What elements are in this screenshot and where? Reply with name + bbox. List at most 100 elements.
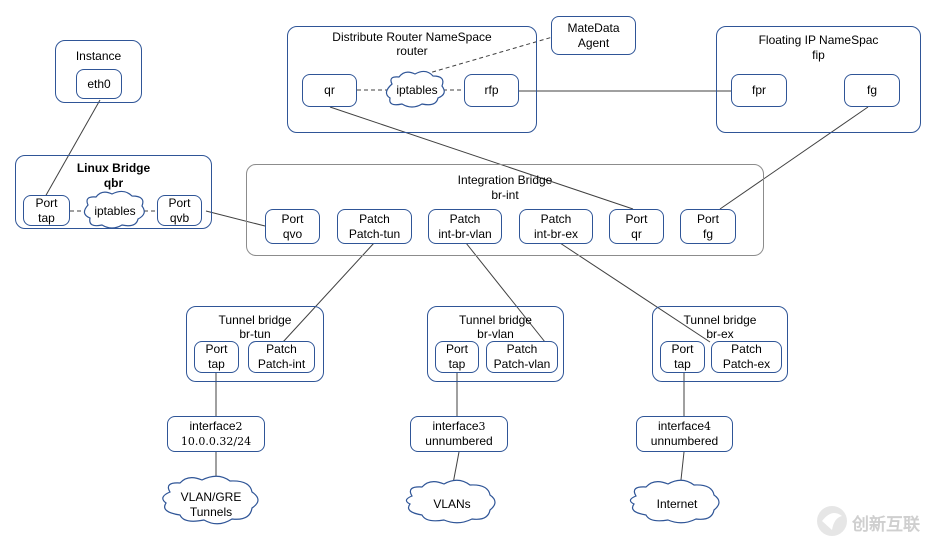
integration-bridge-title: Integration Bridge	[457, 173, 553, 187]
tunnel-bridge-br-ex-box: Tunnel bridge br-ex	[652, 306, 788, 382]
br-vlan-port-tap[interactable]: Port tap	[435, 341, 479, 373]
fip-namespace-subtitle: fip	[812, 48, 825, 62]
br-ex-title: Tunnel bridge	[683, 313, 757, 327]
fip-fg-label: fg	[866, 83, 877, 97]
linux-bridge-tap-line1: Port	[35, 195, 58, 210]
cloud-vlan-gre-label: VLAN/GRE Tunnels	[180, 490, 242, 519]
linux-bridge-qvb-line2: qvb	[169, 210, 190, 225]
cloud-vlan-gre	[162, 475, 259, 525]
br-tun-port-tap-line1: Port	[205, 342, 228, 356]
br-tun-subtitle: br-tun	[239, 327, 271, 341]
br-int-port-qr[interactable]: Port qr	[609, 209, 664, 244]
br-ex-patch-line2: Patch-ex	[722, 357, 771, 371]
tunnel-bridge-br-vlan-box: Tunnel bridge br-vlan	[427, 306, 564, 382]
br-ex-port-tap-line1: Port	[671, 342, 694, 356]
instance-title: Instance	[75, 49, 122, 63]
interface-3-box[interactable]: interface3 unnumbered	[410, 416, 508, 452]
interface-3-address: unnumbered	[425, 434, 493, 448]
tunnel-bridge-br-tun-box: Tunnel bridge br-tun	[186, 306, 324, 382]
cloud-internet	[629, 479, 720, 524]
metadata-agent-line1: MateData	[567, 20, 620, 35]
br-tun-patch-line2: Patch-int	[257, 357, 306, 371]
br-tun-port-tap[interactable]: Port tap	[194, 341, 239, 373]
br-int-patch-tun-line2: Patch-tun	[348, 226, 401, 241]
metadata-agent-box[interactable]: MateData Agent	[551, 16, 636, 55]
br-ex-patch-ex[interactable]: Patch Patch-ex	[711, 341, 782, 373]
interface-4-box[interactable]: interface4 unnumbered	[636, 416, 733, 452]
br-tun-patch-line1: Patch	[266, 342, 297, 356]
interface-2-number: 2	[235, 420, 243, 433]
br-vlan-port-tap-line2: tap	[448, 357, 466, 371]
br-ex-port-tap[interactable]: Port tap	[660, 341, 705, 373]
br-vlan-port-tap-line1: Port	[445, 342, 468, 356]
linux-bridge-qvb-port[interactable]: Port qvb	[157, 195, 202, 226]
fip-fpr-port[interactable]: fpr	[731, 74, 787, 107]
br-int-patch-ex-line2: int-br-ex	[533, 226, 578, 241]
interface-2-label: interface	[189, 419, 236, 433]
fip-fg-port[interactable]: fg	[844, 74, 900, 107]
linux-bridge-subtitle: qbr	[103, 176, 124, 190]
eth0-port[interactable]: eth0	[76, 69, 122, 99]
interface-3-label: interface	[432, 419, 479, 433]
interface-3-number: 3	[478, 420, 486, 433]
interface-4-address: unnumbered	[650, 434, 719, 448]
br-ex-port-tap-line2: tap	[674, 357, 691, 371]
fip-namespace-box: Floating IP NameSpac fip	[716, 26, 921, 133]
br-tun-port-tap-line2: tap	[208, 357, 225, 371]
interface-4-label: interface	[657, 419, 705, 433]
br-int-port-qr-line1: Port	[625, 211, 648, 226]
metadata-agent-line2: Agent	[577, 35, 610, 50]
interface-2-box[interactable]: interface2 10.0.0.32/24	[167, 416, 265, 452]
linux-bridge-qvb-line1: Port	[168, 195, 191, 210]
br-vlan-subtitle: br-vlan	[477, 327, 514, 341]
br-ex-patch-line1: Patch	[731, 342, 762, 356]
router-rfp-port[interactable]: rfp	[464, 74, 519, 107]
router-qr-label: qr	[324, 83, 335, 97]
br-int-patch-ex-line1: Patch	[540, 211, 572, 226]
cloud-vlans	[405, 479, 496, 524]
br-int-port-qvo-line2: qvo	[282, 226, 303, 241]
linux-bridge-box: Linux Bridge qbr	[15, 155, 212, 229]
br-tun-title: Tunnel bridge	[218, 313, 292, 327]
br-int-patch-vlan-line2: int-br-vlan	[438, 226, 492, 241]
br-int-port-qr-line2: qr	[631, 226, 642, 241]
router-namespace-box: Distribute Router NameSpace router	[287, 26, 537, 133]
router-namespace-subtitle: router	[396, 44, 428, 58]
br-tun-patch-int[interactable]: Patch Patch-int	[248, 341, 315, 373]
br-int-port-fg[interactable]: Port fg	[680, 209, 736, 244]
br-int-port-qvo[interactable]: Port qvo	[265, 209, 320, 244]
router-rfp-label: rfp	[484, 83, 499, 97]
watermark-text: 创新互联	[852, 515, 920, 535]
br-vlan-patch-line1: Patch	[506, 342, 538, 356]
br-int-port-fg-line2: fg	[702, 226, 713, 241]
br-int-patch-tun[interactable]: Patch Patch-tun	[337, 209, 412, 244]
br-int-patch-vlan-line1: Patch	[449, 211, 481, 226]
linux-bridge-iptables-label: iptables	[94, 203, 136, 218]
interface-2-address: 10.0.0.32/24	[180, 435, 252, 448]
br-int-patch-int-br-ex[interactable]: Patch int-br-ex	[519, 209, 593, 244]
instance-box: Instance	[55, 40, 142, 103]
fip-fpr-label: fpr	[751, 83, 766, 97]
iptables-cloud-router	[385, 70, 445, 108]
integration-bridge-subtitle: br-int	[491, 188, 519, 202]
linux-bridge-tap-line2: tap	[38, 210, 55, 225]
br-ex-subtitle: br-ex	[706, 327, 734, 341]
br-int-port-fg-line1: Port	[696, 211, 719, 226]
br-int-patch-int-br-vlan[interactable]: Patch int-br-vlan	[428, 209, 502, 244]
watermark-logo-icon	[817, 506, 847, 536]
router-qr-port[interactable]: qr	[302, 74, 357, 107]
fip-namespace-title: Floating IP NameSpac	[758, 33, 879, 47]
cloud-vlans-label: VLANs	[433, 496, 471, 511]
br-vlan-patch-vlan[interactable]: Patch Patch-vlan	[486, 341, 558, 373]
router-iptables-label: iptables	[396, 82, 438, 97]
br-vlan-title: Tunnel bridge	[459, 313, 532, 327]
cloud-internet-label: Internet	[656, 496, 698, 511]
br-int-port-qvo-line1: Port	[281, 211, 304, 226]
br-int-patch-tun-line1: Patch	[359, 211, 390, 226]
eth0-label: eth0	[87, 76, 111, 91]
interface-4-number: 4	[704, 420, 712, 433]
linux-bridge-tap-port[interactable]: Port tap	[23, 195, 70, 226]
router-namespace-title: Distribute Router NameSpace	[332, 30, 492, 44]
iptables-cloud-qbr	[83, 190, 145, 229]
